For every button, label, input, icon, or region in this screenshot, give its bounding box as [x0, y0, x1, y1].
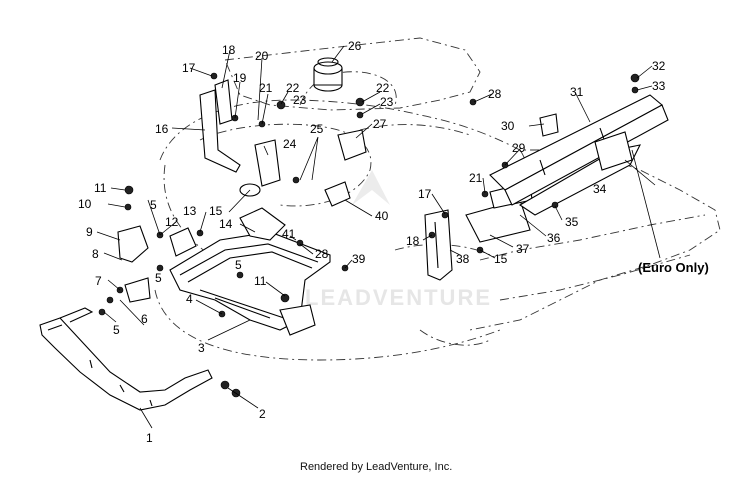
- callout-28a: 28: [488, 87, 502, 101]
- callout-14: 14: [219, 217, 233, 231]
- callout-10: 10: [78, 197, 92, 211]
- center-parts: [239, 181, 351, 207]
- callout-4: 4: [186, 292, 193, 306]
- callout-26: 26: [348, 39, 362, 53]
- callout-22b: 22: [376, 81, 390, 95]
- callout-21a: 21: [259, 81, 273, 95]
- front-bumper: [39, 307, 213, 411]
- callout-34: 34: [593, 182, 607, 196]
- callout-18a: 18: [222, 43, 236, 57]
- callout-numbers: 1 2 3 4 5 5 5 5 6 7 8 9 10 11 11 12 13 1…: [78, 39, 666, 445]
- callout-29: 29: [512, 141, 526, 155]
- callout-3: 3: [198, 341, 205, 355]
- clip-30: [539, 113, 559, 137]
- callout-24: 24: [283, 137, 297, 151]
- callout-27: 27: [373, 117, 387, 131]
- callout-19: 19: [233, 71, 247, 85]
- callout-8: 8: [92, 247, 99, 261]
- callout-22a: 22: [286, 81, 300, 95]
- callout-18b: 18: [406, 234, 420, 248]
- callout-38: 38: [456, 252, 470, 266]
- rail-31: [489, 94, 669, 206]
- callout-5c: 5: [113, 323, 120, 337]
- rail-34: [518, 131, 641, 216]
- callout-39: 39: [352, 252, 366, 266]
- cap-26: [313, 57, 343, 92]
- render-credit: Rendered by LeadVenture, Inc.: [300, 461, 452, 473]
- callout-30: 30: [501, 119, 515, 133]
- callout-25: 25: [310, 122, 324, 136]
- callout-5b: 5: [155, 271, 162, 285]
- callout-15b: 15: [494, 252, 508, 266]
- callout-16: 16: [155, 122, 169, 136]
- euro-only-note: (Euro Only): [638, 260, 709, 275]
- callout-33: 33: [652, 79, 666, 93]
- callout-5d: 5: [235, 258, 242, 272]
- callout-20: 20: [255, 49, 269, 63]
- callout-2: 2: [259, 407, 266, 421]
- callout-41: 41: [282, 227, 296, 241]
- callout-12: 12: [165, 215, 179, 229]
- callout-11b: 11: [254, 274, 267, 288]
- callout-7: 7: [95, 274, 102, 288]
- callout-35: 35: [565, 215, 579, 229]
- callout-31: 31: [570, 85, 584, 99]
- right-upright-bracket: [424, 209, 453, 281]
- upright-brackets-left: [199, 79, 241, 173]
- callout-15a: 15: [209, 204, 223, 218]
- watermark-text: LEADVENTURE: [305, 285, 492, 310]
- callout-5a: 5: [150, 198, 157, 212]
- callout-17b: 17: [418, 187, 432, 201]
- callout-1: 1: [146, 431, 153, 445]
- callout-6: 6: [141, 312, 148, 326]
- callout-17a: 17: [182, 61, 196, 75]
- callout-37: 37: [516, 242, 530, 256]
- callout-9: 9: [86, 225, 93, 239]
- watermark: LEADVENTURE: [305, 170, 492, 310]
- center-brackets: [254, 129, 367, 187]
- callout-11a: 11: [94, 181, 107, 195]
- callout-13: 13: [183, 204, 197, 218]
- callout-36: 36: [547, 231, 561, 245]
- callout-23b: 23: [380, 95, 394, 109]
- callout-23a: 23: [293, 93, 307, 107]
- callout-28b: 28: [315, 247, 329, 261]
- callout-32: 32: [652, 59, 666, 73]
- left-brackets: [117, 207, 286, 303]
- callout-21b: 21: [469, 171, 483, 185]
- callout-40: 40: [375, 209, 389, 223]
- leader-lines: [96, 45, 661, 429]
